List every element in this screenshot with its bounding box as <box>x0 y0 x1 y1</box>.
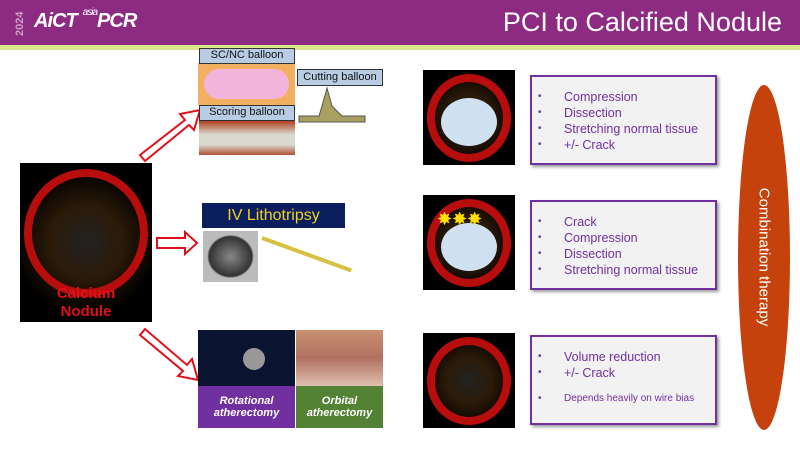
list-item: Stretching normal tissue <box>538 262 709 278</box>
arrow-up-right-icon <box>138 108 202 163</box>
scoring-balloon-label: Scoring balloon <box>199 105 295 121</box>
slide-title: PCI to Calcified Nodule <box>502 7 782 37</box>
list-item: Compression <box>538 89 709 105</box>
list-item: Compression <box>538 230 709 246</box>
balloon-diagram <box>198 63 295 105</box>
arrow-down-right-icon <box>138 327 200 382</box>
cutting-balloon-label: Cutting balloon <box>297 69 383 86</box>
ivl-image <box>203 231 258 282</box>
label-line2: Nodule <box>60 303 112 320</box>
ivl-label: IV Lithotripsy <box>202 203 345 228</box>
orbital-atherectomy-label: Orbital atherectomy <box>296 386 383 428</box>
oct-image-crack: ✸✸✸ <box>423 195 515 290</box>
balloon-shape <box>204 69 289 99</box>
ivl-catheter <box>261 236 352 273</box>
list-item: +/- Crack <box>538 137 709 153</box>
header-divider <box>0 45 800 50</box>
rotational-atherectomy-label: Rotational atherectomy <box>198 386 295 428</box>
year-label: 2024 <box>14 11 26 36</box>
red-ring <box>24 169 148 297</box>
effect-box-1: CompressionDissectionStretching normal t… <box>530 75 717 165</box>
logo-asia: asia <box>82 7 98 18</box>
logo-aict: AiCT <box>34 10 78 32</box>
scoring-balloon-image <box>199 121 295 155</box>
list-item: Volume reduction <box>538 349 709 365</box>
arrows <box>138 108 202 382</box>
cutting-blade-diagram <box>298 86 366 123</box>
oct-image-calcium-nodule <box>20 163 152 322</box>
label-line1: Calcium <box>56 285 116 302</box>
effect-box-3: Volume reduction+/- CrackDepends heavily… <box>530 335 717 425</box>
burr <box>243 348 265 370</box>
header-bar <box>0 0 800 45</box>
logo-pcr: PCR <box>97 10 137 32</box>
list-item: Crack <box>538 214 709 230</box>
scnc-balloon-label: SC/NC balloon <box>199 48 295 64</box>
logo: AiCT asiaPCR <box>34 7 137 33</box>
combination-therapy-oval <box>738 85 790 430</box>
balloon-icon <box>441 98 497 146</box>
orbital-image <box>296 330 383 386</box>
arrow-right-icon <box>156 229 199 257</box>
list-item: Stretching normal tissue <box>538 121 709 137</box>
list-item: Dissection <box>538 246 709 262</box>
oct-image-compression <box>423 70 515 165</box>
list-item: Dissection <box>538 105 709 121</box>
rotational-image <box>198 330 295 386</box>
list-item-note: Depends heavily on wire bias <box>538 391 709 407</box>
crack-burst-icon: ✸✸✸ <box>437 209 483 229</box>
balloon-icon <box>441 223 497 271</box>
effect-box-2: CrackCompressionDissectionStretching nor… <box>530 200 717 290</box>
oct-image-volume-reduction <box>423 333 515 428</box>
combination-therapy-label: Combination therapy <box>755 187 773 327</box>
list-item: +/- Crack <box>538 365 709 381</box>
